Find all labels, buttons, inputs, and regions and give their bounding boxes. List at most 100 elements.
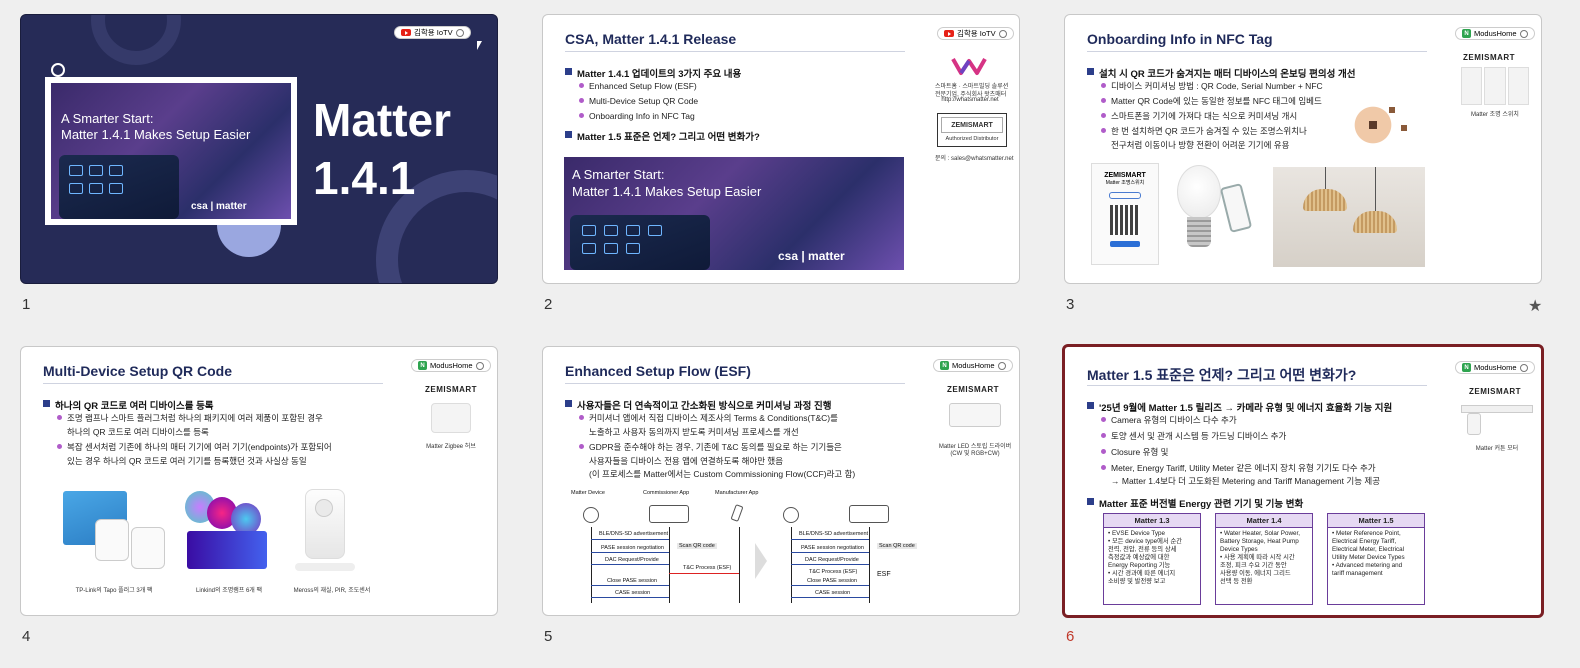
bullet-main-1: 사용자들은 더 연속적이고 간소화된 방식으로 커미셔닝 과정 진행 [565, 398, 831, 412]
search-icon [997, 361, 1006, 370]
slide-thumbnail-2[interactable]: CSA, Matter 1.4.1 Release 김학용 IoTV Matte… [542, 14, 1020, 313]
product-caption: Matter 조명 스위치 [1471, 112, 1519, 118]
caption-linkind: Linkind의 조명램프 6개 팩 [196, 588, 262, 594]
slide-number: 4 [22, 628, 31, 645]
hero-line-1: A Smarter Start: [572, 167, 665, 182]
search-icon [1519, 29, 1528, 38]
slide-1-canvas[interactable]: 김학용 IoTV A Smarter Start: Matter 1.4.1 M… [20, 14, 498, 284]
slide-number: 5 [544, 628, 553, 645]
flow-header-device: Matter Device [571, 490, 605, 496]
modushome-badge[interactable]: N ModusHome [933, 359, 1013, 372]
version-item: • Water Heater, Solar Power, [1220, 530, 1301, 537]
title-underline [1087, 385, 1427, 386]
product-caption-2: (CW 및 RGB+CW) [950, 451, 1000, 457]
brand-logo: ZEMISMART [1463, 53, 1516, 62]
slide-thumbnail-6[interactable]: Matter 1.5 표준은 언제? 그리고 어떤 변화가? N ModusHo… [1062, 344, 1544, 645]
brand-logo: ZEMISMART [947, 385, 1000, 394]
flow-header-manufacturer: Manufacturer App [715, 490, 759, 496]
decor-circle-top [91, 15, 181, 65]
version-item: • 시간 경과에 따른 에너지 [1108, 570, 1176, 577]
flow-header-commissioner: Commissioner App [643, 490, 690, 496]
card-footer-bar [1110, 241, 1140, 247]
bullet-sub-2: 복잡 센서처럼 기존에 하나의 매터 기기에 여러 기기(endpoints)가… [57, 441, 332, 453]
slide-number: 6 [1066, 628, 1075, 645]
flow-step-r4: Close PASE session [807, 578, 858, 584]
title-underline [1087, 51, 1427, 52]
lifeline-device-2 [791, 527, 792, 603]
flow-tc-process: T&C Process (ESF) [683, 565, 732, 571]
channel-badge[interactable]: 김학용 IoTV [394, 26, 471, 39]
bullet-sub-2-cont: 있는 경우 하나의 QR 코드로 여러 기기를 등록했던 것과 사실상 동일 [67, 456, 307, 466]
slide-4-canvas[interactable]: Multi-Device Setup QR Code N ModusHome Z… [20, 346, 498, 616]
flow-scan-qr-2: Scan QR code [877, 543, 917, 549]
modushome-badge[interactable]: N ModusHome [1455, 361, 1535, 374]
version-item: • 사용 계획에 따라 시작 시간 [1220, 554, 1295, 561]
modushome-icon: N [940, 361, 949, 370]
version-item: 전력, 전압, 전류 등의 상세 [1108, 546, 1177, 553]
flow-step-5: CASE session [615, 590, 651, 596]
title-underline [43, 383, 383, 384]
slide-thumbnail-1[interactable]: 김학용 IoTV A Smarter Start: Matter 1.4.1 M… [20, 14, 498, 313]
flow-scan-qr: Scan QR code [677, 543, 717, 549]
bullet-main-1: 하나의 QR 코드로 여러 디바이스를 등록 [43, 398, 214, 412]
card-subtitle: Matter 조명스위치 [1105, 180, 1145, 186]
bullet-sub-4: Meter, Energy Tariff, Utility Meter 같은 에… [1101, 462, 1376, 474]
linkind-bulb-image [181, 487, 277, 579]
flow-chevron-icon [755, 543, 767, 579]
version-item: tariff management [1332, 570, 1383, 577]
lifeline-commissioner-2 [869, 527, 870, 603]
flow-tc-process-2: T&C Process (ESF) [809, 569, 858, 575]
version-item: • Advanced metering and [1332, 562, 1403, 569]
slide-number: 2 [544, 296, 553, 313]
bullet-sub-2-cont: 사용자들을 디바이스 전용 앱에 연결하도록 해야만 했음 [589, 456, 784, 466]
slide-title: Multi-Device Setup QR Code [43, 363, 233, 379]
flow-step-r3: DAC Request/Provide [805, 557, 859, 563]
sponsor-line-2: 전문기업, 주식회사 왓츠매터 [935, 92, 1007, 98]
hero-image: A Smarter Start: Matter 1.4.1 Makes Setu… [564, 157, 904, 270]
caption-meross: Meross의 재실, PIR, 조도센서 [293, 588, 371, 594]
slide-thumbnail-5[interactable]: Enhanced Setup Flow (ESF) N ModusHome ZE… [542, 346, 1020, 645]
slide-5-canvas[interactable]: Enhanced Setup Flow (ESF) N ModusHome ZE… [542, 346, 1020, 616]
brand-logo: ZEMISMART [425, 385, 478, 394]
tapo-plug-image [59, 487, 169, 579]
version-item: Device Types [1220, 546, 1258, 553]
flow-step-3: DAC Request/Provide [605, 557, 659, 563]
modushome-badge[interactable]: N ModusHome [1455, 27, 1535, 40]
flow-arrow-1 [591, 539, 669, 540]
device-icon-2 [783, 507, 799, 523]
distributor-badge: ZEMISMART Authorized Distributor [937, 113, 1007, 147]
version-item: Utility Meter Device Types [1332, 554, 1405, 561]
modushome-badge[interactable]: N ModusHome [411, 359, 491, 372]
badge-label: 김학용 IoTV [414, 28, 453, 37]
hero-frame: A Smarter Start: Matter 1.4.1 Makes Setu… [45, 77, 297, 225]
version-item: • 모든 device type에서 순간 [1108, 538, 1183, 545]
slide-2-canvas[interactable]: CSA, Matter 1.4.1 Release 김학용 IoTV Matte… [542, 14, 1020, 284]
sponsor-line-1: 스마트홈 · 스마트빌딩 솔루션 [935, 84, 1009, 90]
csa-matter-logo: csa | matter [778, 249, 845, 263]
search-icon [475, 361, 484, 370]
manufacturer-phone-icon [730, 504, 744, 522]
bullet-main-1: Matter 1.4.1 업데이트의 3가지 주요 내용 [565, 66, 741, 80]
badge-label: ModusHome [1474, 29, 1517, 38]
version-item: 조정, 피크 수요 기간 동안 [1220, 562, 1287, 569]
card-button [1109, 192, 1141, 199]
slide-3-canvas[interactable]: Onboarding Info in NFC Tag N ModusHome Z… [1064, 14, 1542, 284]
version-item: 소비량 및 발전량 보고 [1108, 578, 1166, 585]
slide-6-canvas[interactable]: Matter 1.5 표준은 언제? 그리고 어떤 변화가? N ModusHo… [1062, 344, 1544, 618]
search-icon [455, 28, 464, 37]
product-caption: Matter LED 스토립 드라이버 [938, 444, 1012, 450]
slide-thumbnail-4[interactable]: Multi-Device Setup QR Code N ModusHome Z… [20, 346, 498, 645]
distributor-inner: ZEMISMART [941, 117, 1003, 133]
slide-number: 1 [22, 296, 31, 313]
bullet-sub-1-cont: 하나의 QR 코드로 여러 디바이스를 등록 [67, 427, 209, 437]
lifeline-commissioner [669, 527, 670, 603]
version-item: Battery Storage, Heat Pump [1220, 538, 1299, 545]
bullet-main-1: '25년 9월에 Matter 1.5 릴리즈 → 카메라 유형 및 에너지 효… [1087, 400, 1392, 414]
version-card-1-3: Matter 1.3 • EVSE Device Type • 모든 devic… [1103, 513, 1201, 605]
flow-arrow-r1 [791, 539, 869, 540]
flow-arrow-r2 [791, 552, 869, 553]
slide-thumbnail-3[interactable]: Onboarding Info in NFC Tag N ModusHome Z… [1064, 14, 1542, 315]
commissioner-icon [649, 505, 689, 523]
whatsmatter-logo-icon [951, 55, 991, 77]
channel-badge[interactable]: 김학용 IoTV [937, 27, 1014, 40]
